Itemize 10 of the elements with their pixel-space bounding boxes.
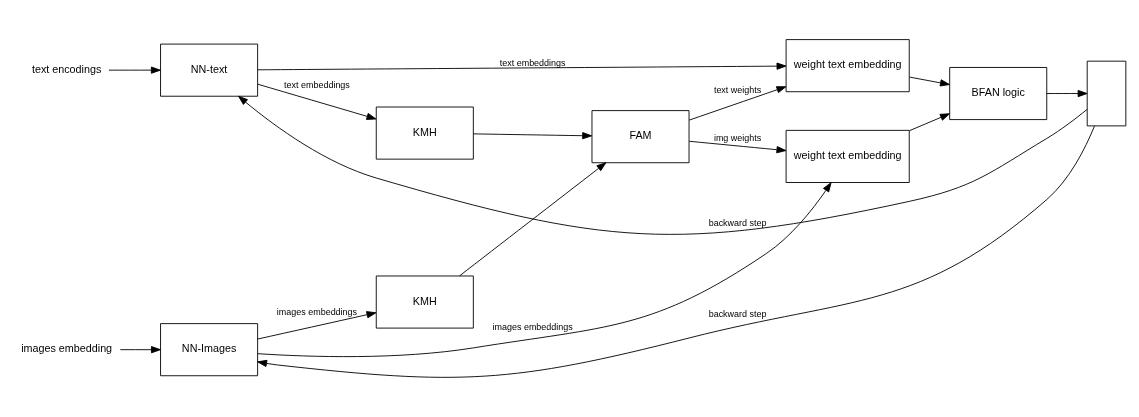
node-text: text encodings [31, 62, 102, 75]
edge-label: images embeddings [492, 321, 573, 332]
edge-label: img weights [713, 133, 762, 144]
edge-label: images embeddings [276, 306, 358, 317]
edge-label: text embeddings [499, 57, 566, 68]
edge-label: backward step [708, 217, 767, 228]
node-text: images embedding [21, 342, 113, 355]
edge-label: backward step [708, 309, 767, 320]
edge-label: text weights [713, 84, 762, 95]
edge-label: text embeddings [284, 80, 350, 91]
